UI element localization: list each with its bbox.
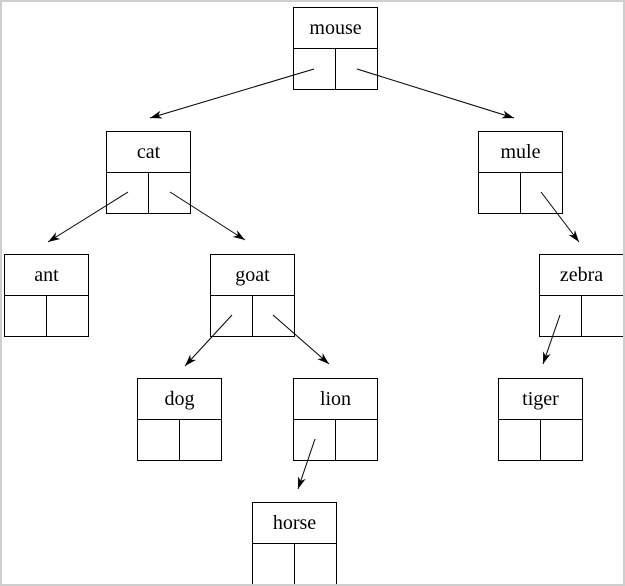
right-pointer-cell bbox=[541, 420, 582, 460]
tree-node-goat: goat bbox=[210, 254, 295, 337]
pointer-cells bbox=[540, 296, 623, 336]
left-pointer-cell bbox=[253, 544, 295, 584]
node-label: goat bbox=[211, 255, 294, 296]
pointer-cells bbox=[253, 544, 336, 584]
left-pointer-cell bbox=[294, 49, 336, 89]
tree-node-ant: ant bbox=[4, 254, 89, 337]
right-pointer-cell bbox=[521, 173, 562, 213]
node-label: cat bbox=[107, 132, 190, 173]
node-label: dog bbox=[138, 379, 221, 420]
node-label: mule bbox=[479, 132, 562, 173]
pointer-cells bbox=[499, 420, 582, 460]
tree-node-zebra: zebra bbox=[539, 254, 623, 337]
node-label: horse bbox=[253, 503, 336, 544]
pointer-cells bbox=[138, 420, 221, 460]
left-pointer-cell bbox=[479, 173, 521, 213]
tree-node-dog: dog bbox=[137, 378, 222, 461]
node-label: ant bbox=[5, 255, 88, 296]
right-pointer-cell bbox=[582, 296, 623, 336]
right-pointer-cell bbox=[336, 420, 377, 460]
tree-node-lion: lion bbox=[293, 378, 378, 461]
right-pointer-cell bbox=[149, 173, 190, 213]
left-pointer-cell bbox=[211, 296, 253, 336]
right-pointer-cell bbox=[253, 296, 294, 336]
left-pointer-cell bbox=[107, 173, 149, 213]
pointer-cells bbox=[211, 296, 294, 336]
node-label: lion bbox=[294, 379, 377, 420]
pointer-cells bbox=[5, 296, 88, 336]
right-pointer-cell bbox=[180, 420, 221, 460]
left-pointer-cell bbox=[540, 296, 582, 336]
tree-node-mule: mule bbox=[478, 131, 563, 214]
pointer-cells bbox=[294, 49, 377, 89]
left-pointer-cell bbox=[499, 420, 541, 460]
node-label: zebra bbox=[540, 255, 623, 296]
pointer-cells bbox=[294, 420, 377, 460]
tree-node-cat: cat bbox=[106, 131, 191, 214]
tree-node-tiger: tiger bbox=[498, 378, 583, 461]
left-pointer-cell bbox=[294, 420, 336, 460]
node-label: tiger bbox=[499, 379, 582, 420]
tree-node-mouse: mouse bbox=[293, 7, 378, 90]
right-pointer-cell bbox=[295, 544, 336, 584]
pointer-cells bbox=[479, 173, 562, 213]
right-pointer-cell bbox=[47, 296, 88, 336]
left-pointer-cell bbox=[5, 296, 47, 336]
node-label: mouse bbox=[294, 8, 377, 49]
left-pointer-cell bbox=[138, 420, 180, 460]
tree-node-horse: horse bbox=[252, 502, 337, 584]
right-pointer-cell bbox=[336, 49, 377, 89]
pointer-cells bbox=[107, 173, 190, 213]
